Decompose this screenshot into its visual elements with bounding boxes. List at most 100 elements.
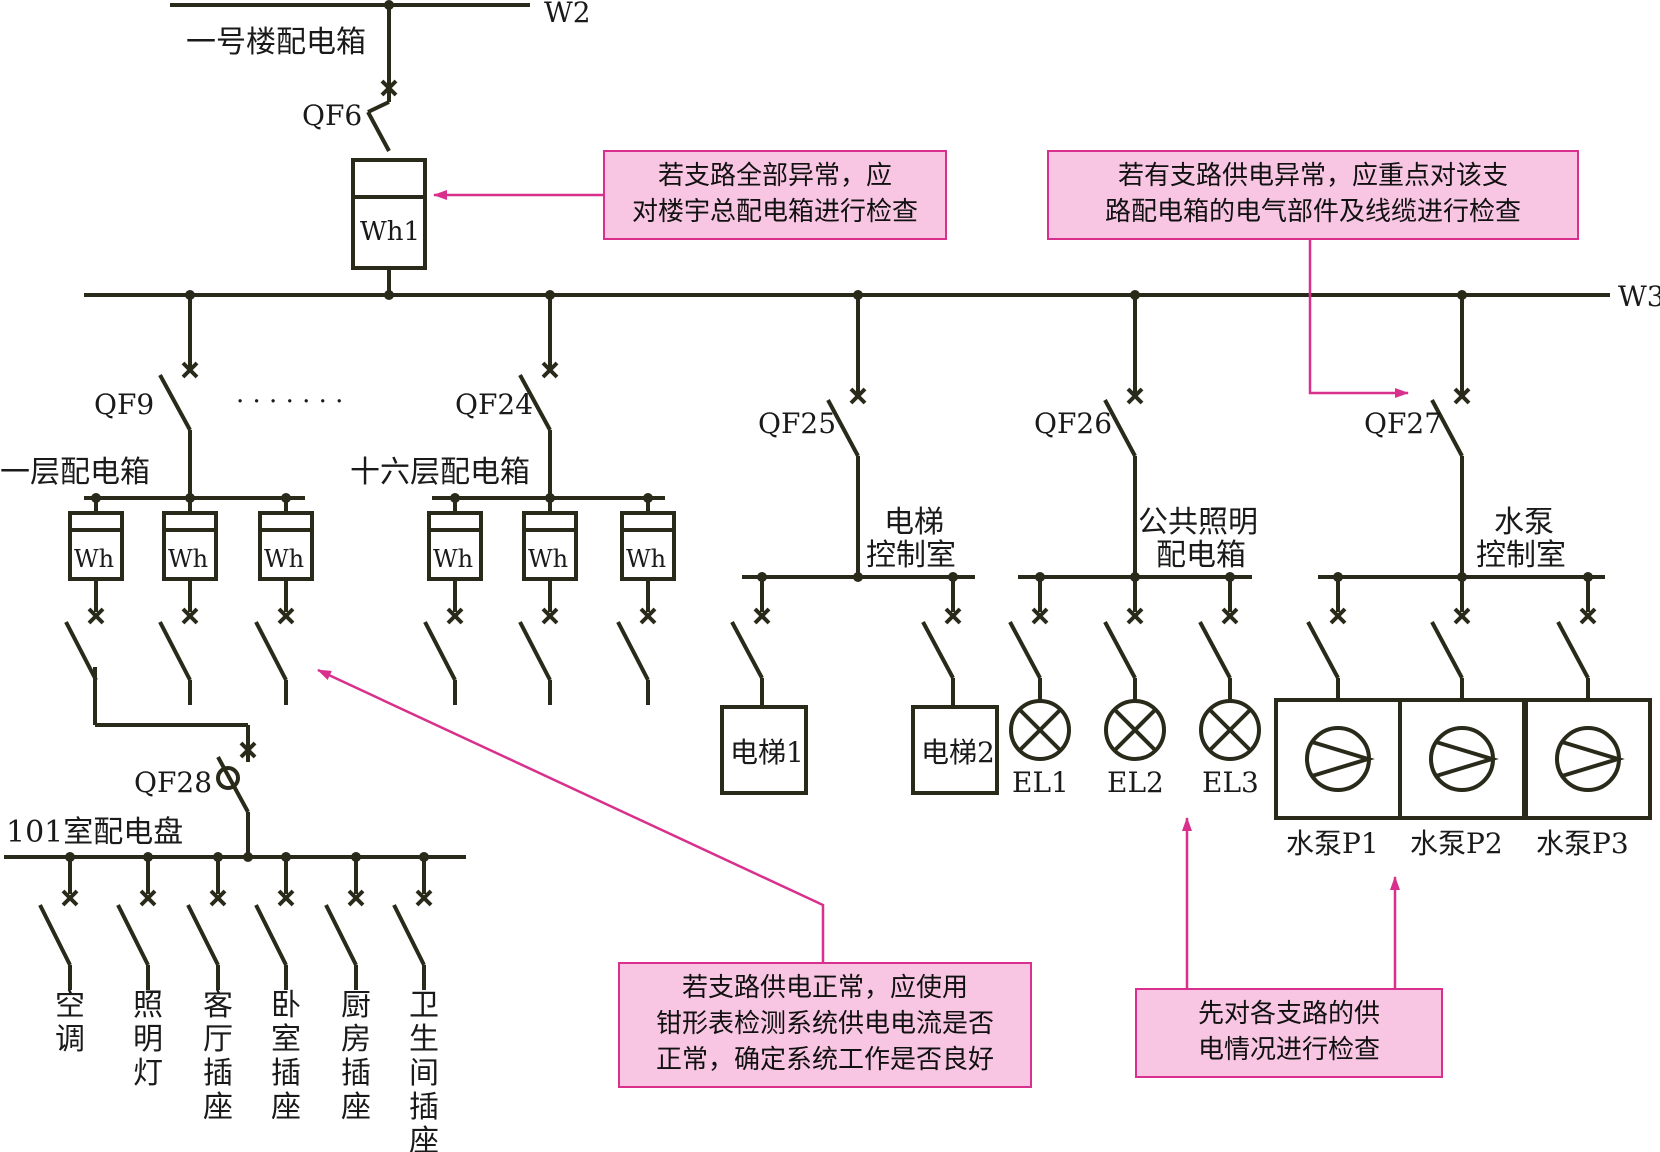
room-circuit-label: 调 (55, 1022, 85, 1057)
qf28-label: QF28 (134, 766, 212, 799)
room-circuit-label: 明 (133, 1022, 163, 1057)
room-branch-cross-icon (347, 889, 365, 907)
room-panel-label: 101室配电盘 (6, 815, 183, 850)
pump-p1-label: 水泵P1 (1286, 827, 1379, 860)
sub-meter-label: Wh (433, 545, 473, 573)
qf25-label: QF25 (758, 407, 836, 440)
room-circuit-label: 照 (133, 988, 163, 1023)
qf28-rcd-ring-icon (216, 766, 240, 790)
branch-cross-icon (639, 607, 657, 625)
note-main-box-check: 若支路全部异常，应 对楼宇总配电箱进行检查 (603, 150, 947, 240)
branch-cross-icon (446, 607, 464, 625)
qf9-cross-icon (181, 361, 199, 379)
sub-meter-label: Wh (74, 545, 114, 573)
qf27-cross-icon (1453, 387, 1471, 405)
main-meter-label: Wh1 (360, 217, 420, 247)
branch-cross-icon (1126, 607, 1144, 625)
note-branch-abnormal-line-1: 若有支路供电异常，应重点对该支 (1117, 161, 1508, 191)
room-branch-cross-icon (139, 889, 157, 907)
qf24-label: QF24 (455, 388, 533, 421)
sub-meter-label: Wh (168, 545, 208, 573)
branch-cross-icon (541, 607, 559, 625)
branch-cross-icon (944, 607, 962, 625)
room-circuit-label: 室 (271, 1022, 301, 1057)
qf6-label: QF6 (302, 99, 362, 132)
lamp-el1-label: EL1 (1012, 766, 1069, 799)
note-branch-normal-line-1: 若支路供电正常，应使用 (681, 973, 968, 1003)
qf25-cross-icon (849, 387, 867, 405)
room-circuit-label: 插 (341, 1056, 371, 1091)
elevator-2-box (911, 705, 999, 795)
pump-p1-box (1274, 698, 1402, 820)
room-circuit-label: 座 (341, 1090, 371, 1125)
lamp-el3-label: EL3 (1202, 766, 1259, 799)
branch-cross-icon (181, 607, 199, 625)
qf6-cross-icon (380, 79, 398, 97)
room-circuit-label: 卫 (409, 988, 439, 1023)
qf28-cross-icon (239, 741, 257, 759)
pump-room-label-1: 水泵 (1494, 505, 1554, 540)
qf27-label: QF27 (1364, 407, 1442, 440)
pump-p1-icon (1305, 726, 1375, 792)
room-circuit-label: 生 (409, 1022, 439, 1057)
lamp-el2-label: EL2 (1107, 766, 1164, 799)
room-branch-cross-icon (209, 889, 227, 907)
pump-p3-box (1524, 698, 1652, 820)
room-circuit-label: 座 (271, 1090, 301, 1125)
room-circuit-label: 插 (271, 1056, 301, 1091)
lamp-el3-icon (1199, 699, 1261, 761)
branch-cross-icon (1453, 607, 1471, 625)
room-circuit-label: 厨 (341, 988, 371, 1023)
note-branch-normal-line-3: 正常，确定系统工作是否良好 (655, 1045, 994, 1075)
elevator-2-label: 电梯2 (921, 736, 995, 769)
note-branch-normal: 若支路供电正常，应使用 钳形表检测系统供电电流是否 正常，确定系统工作是否良好 (618, 962, 1032, 1088)
pump-p2-box (1398, 698, 1526, 820)
note-main-line-1: 若支路全部异常，应 (657, 161, 892, 191)
sub-meter-label: Wh (264, 545, 304, 573)
lamp-el1-icon (1009, 699, 1071, 761)
room-branch-cross-icon (61, 889, 79, 907)
room-circuit-label: 灯 (133, 1056, 163, 1091)
room-circuit-label: 厅 (203, 1022, 233, 1057)
note-branch-normal-line-2: 钳形表检测系统供电电流是否 (655, 1009, 994, 1039)
pump-room-label-2: 控制室 (1476, 538, 1566, 573)
pump-p2-icon (1429, 726, 1499, 792)
branch-cross-icon (1329, 607, 1347, 625)
elevator-1-label: 电梯1 (730, 736, 804, 769)
elevator-1-box (720, 705, 808, 795)
floor-1-box-label: 一层配电箱 (0, 455, 150, 490)
room-circuit-label: 卧 (271, 988, 301, 1023)
qf26-label: QF26 (1034, 407, 1112, 440)
room-circuit-label: 插 (203, 1056, 233, 1091)
sub-meter-label: Wh (528, 545, 568, 573)
note-first-check: 先对各支路的供 电情况进行检查 (1135, 988, 1443, 1078)
sub-meter-label: Wh (626, 545, 666, 573)
note-branch-abnormal-line-2: 路配电箱的电气部件及线缆进行检查 (1104, 197, 1521, 227)
floor-16-box-label: 十六层配电箱 (350, 455, 530, 490)
building-box-label: 一号楼配电箱 (186, 25, 366, 60)
room-circuit-label: 间 (409, 1056, 439, 1091)
note-first-line-2: 电情况进行检查 (1197, 1035, 1380, 1065)
bus-w2-label: W2 (544, 0, 591, 29)
elevator-room-label-2: 控制室 (866, 538, 956, 573)
note-main-line-2: 对楼宇总配电箱进行检查 (631, 197, 918, 227)
qf9-label: QF9 (94, 388, 154, 421)
pump-p2-label: 水泵P2 (1410, 827, 1503, 860)
room-circuit-label: 插 (409, 1090, 439, 1125)
pump-p3-icon (1555, 726, 1625, 792)
room-branch-cross-icon (277, 889, 295, 907)
pump-p3-label: 水泵P3 (1536, 827, 1629, 860)
room-circuit-label: 空 (55, 988, 85, 1023)
room-circuit-label: 座 (409, 1124, 439, 1152)
qf24-cross-icon (541, 361, 559, 379)
note-first-line-1: 先对各支路的供 (1197, 999, 1380, 1029)
room-circuit-label: 房 (341, 1022, 371, 1057)
lighting-box-label-2: 配电箱 (1156, 538, 1246, 573)
branch-cross-icon (277, 607, 295, 625)
branch-cross-icon (753, 607, 771, 625)
lighting-box-label-1: 公共照明 (1138, 505, 1258, 540)
ellipsis: · · · · · · · (236, 387, 343, 417)
bus-w3-label: W3 (1618, 280, 1660, 313)
elevator-room-label-1: 电梯 (884, 505, 944, 540)
